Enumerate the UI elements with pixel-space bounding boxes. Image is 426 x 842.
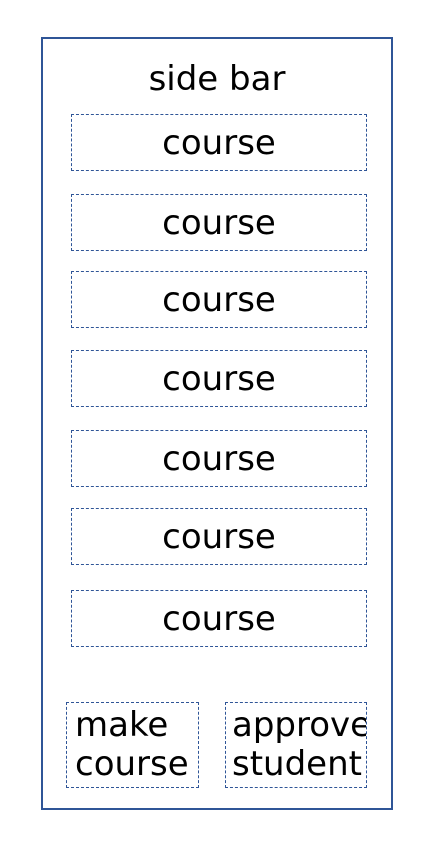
course-item[interactable]: course <box>71 271 367 328</box>
course-item-label: course <box>162 122 276 163</box>
course-item-label: course <box>162 358 276 399</box>
course-item-label: course <box>162 202 276 243</box>
sidebar: side bar course course course course cou… <box>41 37 393 810</box>
make-course-button[interactable]: make course <box>66 702 199 788</box>
course-item[interactable]: course <box>71 350 367 407</box>
approve-student-button[interactable]: approve student <box>225 702 367 788</box>
approve-student-label: approve student <box>232 705 367 784</box>
make-course-label: make course <box>75 705 189 784</box>
course-item-label: course <box>162 516 276 557</box>
course-item[interactable]: course <box>71 508 367 565</box>
course-item-label: course <box>162 598 276 639</box>
course-item[interactable]: course <box>71 590 367 647</box>
course-item[interactable]: course <box>71 114 367 171</box>
sidebar-title: side bar <box>148 59 286 99</box>
course-item[interactable]: course <box>71 430 367 487</box>
course-item[interactable]: course <box>71 194 367 251</box>
course-item-label: course <box>162 438 276 479</box>
course-item-label: course <box>162 279 276 320</box>
